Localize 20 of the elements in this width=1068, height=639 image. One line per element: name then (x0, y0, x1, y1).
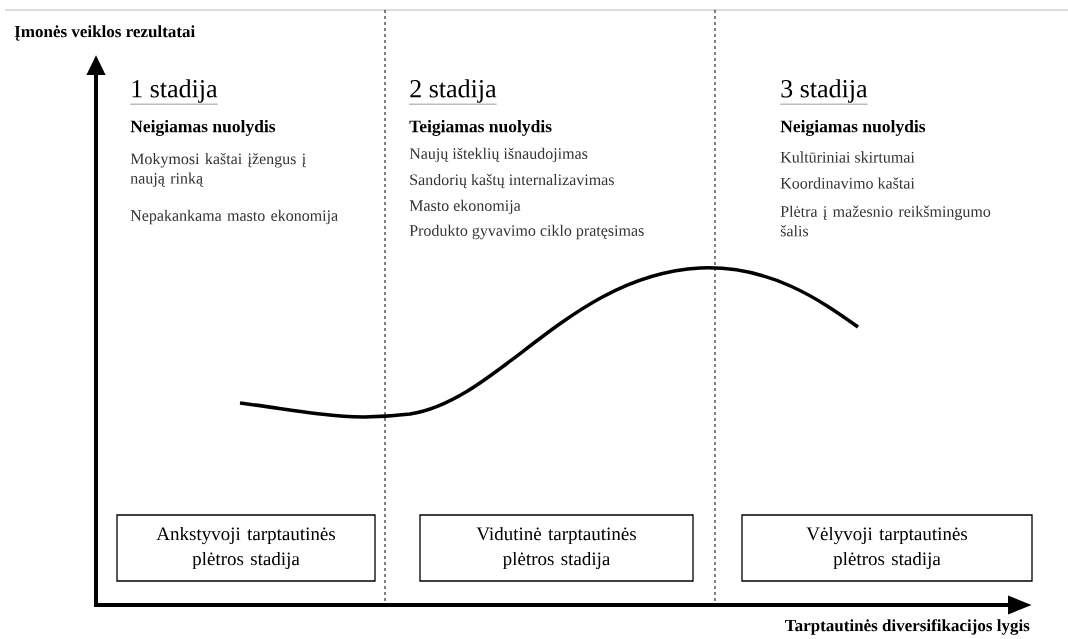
factor-text: Sandorių kaštų internalizavimas (410, 173, 614, 189)
stage-box: Vidutinė tarptautinės plėtros stadija (419, 514, 694, 582)
stage-heading: 3 stadija (780, 79, 868, 105)
factor-text: Kultūriniai skirtumai (780, 151, 915, 163)
axis-title: Tarptautinės diversifikacijos lygis (785, 619, 1030, 635)
factor-text: Plėtra į mažesnio reikšmingumo šalis (780, 205, 991, 237)
axis-title: Įmonės veiklos rezultatai (14, 25, 195, 41)
stage-heading: 2 stadija (409, 79, 497, 105)
slope-heading: Neigiamas nuolydis (780, 120, 926, 136)
factor-text: Nepakankama masto ekonomija (130, 209, 338, 225)
factor-text: Naujų išteklių išnaudojimas (409, 147, 588, 163)
stage-heading: 1 stadija (130, 79, 218, 105)
factor-text: Mokymosi kaštai įžengus į naują rinką (130, 152, 306, 187)
stage-box: Ankstyvoji tarptautinės plėtros stadija (116, 514, 376, 582)
slope-heading: Neigiamas nuolydis (130, 120, 276, 136)
factor-text: Produkto gyvavimo ciklo pratęsimas (409, 224, 644, 240)
slope-heading: Teigiamas nuolydis (409, 120, 552, 136)
factor-text: Masto ekonomija (409, 199, 521, 215)
factor-text: Koordinavimo kaštai (780, 177, 915, 189)
stage-box: Vėlyvoji tarptautinės plėtros stadija (741, 514, 1033, 582)
